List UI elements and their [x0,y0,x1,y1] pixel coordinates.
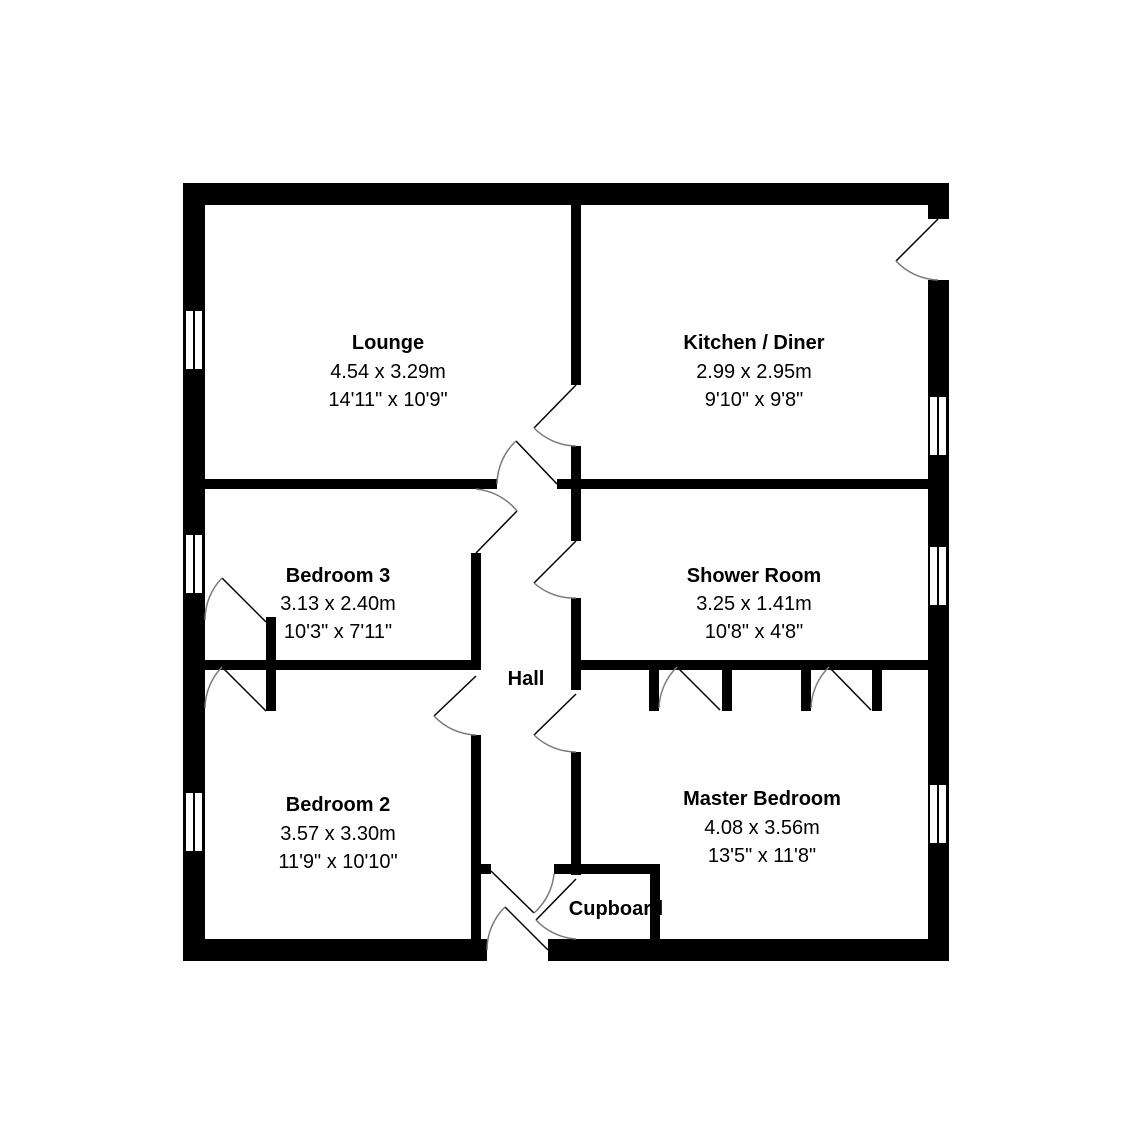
window-shower [928,545,948,607]
outer-wall-right [928,280,949,961]
window-lounge [184,309,204,371]
room-label-bedroom3: Bedroom 3 3.13 x 2.40m 10'3" x 7'11" [280,565,396,643]
room-metric: 4.08 x 3.56m [704,817,820,839]
room-label-hall: Hall [508,668,545,690]
room-label-master: Master Bedroom 4.08 x 3.56m 13'5" x 11'8… [683,788,841,867]
room-imperial: 9'10" x 9'8" [705,389,804,411]
room-imperial: 13'5" x 11'8" [708,845,816,867]
room-name: Hall [508,668,545,690]
wall-bedroom3-bottom [205,660,481,670]
wall-bedroom2-right [471,735,481,940]
wardrobe-stub-2 [722,660,732,711]
door-lounge [496,440,558,485]
wall-master-left [571,752,581,875]
wall-cupboard-right [650,864,660,940]
room-name: Cupboard [569,898,663,920]
wall-hall-entry-stub [481,864,491,874]
outer-wall-right-top [928,183,949,219]
door-bedroom3-cupboard [204,577,267,623]
room-label-lounge: Lounge 4.54 x 3.29m 14'11" x 10'9" [328,332,447,411]
outer-wall-top [183,183,949,205]
room-metric: 4.54 x 3.29m [330,361,446,383]
wardrobe-stub-4 [872,660,882,711]
window-bedroom2 [184,791,204,853]
wall-cupboard-top [554,864,660,874]
window-master [928,783,948,845]
room-name: Bedroom 3 [286,565,390,587]
room-name: Bedroom 2 [286,794,390,816]
room-metric: 2.99 x 2.95m [696,361,812,383]
wall-hall-right-upper [571,446,581,541]
room-label-cupboard: Cupboard [569,898,663,920]
wall-shower-bottom [571,660,928,670]
room-label-bedroom2: Bedroom 2 3.57 x 3.30m 11'9" x 10'10" [278,794,397,873]
windows [184,309,948,853]
door-wardrobe-2 [810,666,872,711]
wall-kitchen-bottom [557,479,928,489]
door-cupboard-inner [535,878,577,940]
door-front [486,906,549,951]
room-imperial: 10'8" x 4'8" [705,621,804,643]
bedroom3-cupboard-stub [266,617,276,711]
wall-lounge-bottom [205,479,497,489]
door-hall-cupboard [490,870,555,914]
door-bedroom2 [433,675,477,736]
outer-wall-bottom-left [183,939,487,961]
room-label-shower: Shower Room 3.25 x 1.41m 10'8" x 4'8" [687,565,821,643]
door-shower [533,540,577,599]
walls [183,183,949,961]
door-bedroom3 [475,488,518,554]
doors [204,218,939,951]
door-bedroom2-cupboard [204,666,267,712]
room-name: Shower Room [687,565,821,587]
wall-lounge-kitchen [571,205,581,385]
room-metric: 3.25 x 1.41m [696,593,812,615]
room-imperial: 14'11" x 10'9" [328,389,447,411]
wall-shower-left [571,598,581,690]
wardrobe-stub-1 [649,660,659,711]
wall-bedroom3-right [471,553,481,670]
room-metric: 3.57 x 3.30m [280,823,396,845]
door-master [533,693,577,753]
wardrobe-stub-3 [801,660,811,711]
room-imperial: 11'9" x 10'10" [278,851,397,873]
door-kitchen [533,384,577,447]
room-name: Master Bedroom [683,788,841,810]
room-name: Kitchen / Diner [683,332,824,354]
room-label-kitchen: Kitchen / Diner 2.99 x 2.95m 9'10" x 9'8… [683,332,824,411]
outer-wall-bottom-right [548,939,949,961]
window-bedroom3 [184,533,204,595]
window-kitchen [928,395,948,457]
door-kitchen-external [895,218,939,281]
room-imperial: 10'3" x 7'11" [284,621,392,643]
room-metric: 3.13 x 2.40m [280,593,396,615]
door-wardrobe-1 [658,666,721,711]
room-name: Lounge [352,332,424,354]
